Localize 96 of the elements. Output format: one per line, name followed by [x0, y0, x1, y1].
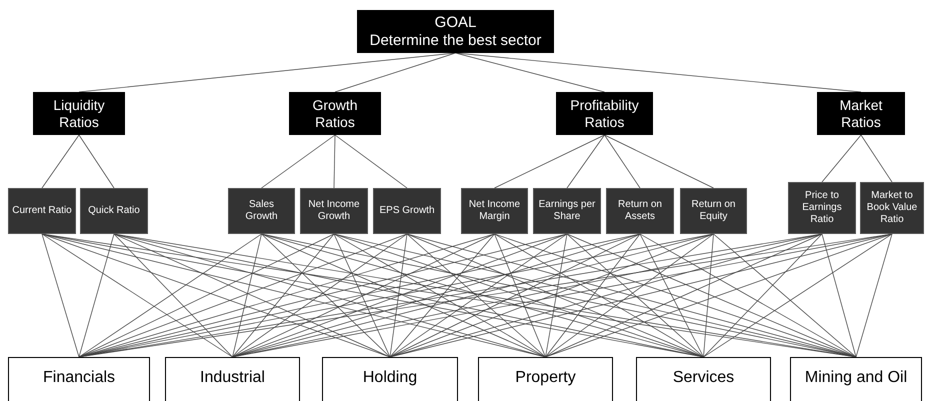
- connector-line: [455, 52, 605, 92]
- connector-line: [856, 234, 892, 358]
- connector-line: [604, 134, 714, 188]
- subcriterion-label: Sales Growth: [244, 199, 279, 223]
- subcriterion-label: Market to Book Value Ratio: [866, 190, 918, 226]
- criterion-box: [33, 92, 125, 135]
- alternative-label: Services: [672, 368, 736, 388]
- goal-text: Determine the best sector: [368, 32, 542, 50]
- criterion-label: Liquidity Ratios: [52, 96, 106, 130]
- subcriterion-box: [606, 188, 674, 234]
- connector-line: [232, 234, 495, 358]
- connector-line: [703, 234, 822, 358]
- subcriterion-box: [533, 188, 601, 234]
- connector-line: [604, 134, 640, 188]
- connector-line: [232, 234, 262, 358]
- connector-line: [261, 234, 546, 358]
- goal-box: [357, 10, 554, 53]
- subcriterion-box: [461, 188, 528, 234]
- subcriterion-box: [8, 188, 76, 234]
- connector-line: [390, 234, 408, 358]
- subcriterion-box: [680, 188, 747, 234]
- subcriterion-box: [788, 182, 856, 234]
- alternative-label: Financials: [42, 368, 116, 388]
- subcriterion-box: [80, 188, 148, 234]
- subcriterion-label: Net Income Margin: [468, 199, 522, 223]
- criterion-box: [556, 92, 653, 135]
- connector-line: [334, 52, 456, 92]
- goal-text: GOAL: [434, 14, 478, 32]
- alternative-box: [165, 357, 300, 401]
- connector-line: [390, 234, 640, 358]
- criterion-box: [289, 92, 381, 135]
- connector-line: [545, 234, 640, 358]
- alternative-box: [8, 357, 150, 401]
- criterion-box: [817, 92, 905, 135]
- connector-line: [390, 234, 568, 358]
- subcriterion-label: Current Ratio: [11, 205, 73, 217]
- alternative-label: Mining and Oil: [804, 368, 908, 388]
- connector-line: [455, 52, 862, 92]
- connector-line: [566, 234, 704, 358]
- subcriterion-label: Return on Assets: [617, 199, 663, 223]
- alternative-label: Property: [514, 368, 577, 388]
- subcriterion-box: [373, 188, 441, 234]
- subcriterion-box: [860, 182, 924, 234]
- connector-line: [261, 134, 336, 188]
- connector-line: [494, 234, 546, 358]
- connector-line: [822, 134, 862, 182]
- connector-line: [640, 234, 704, 358]
- connector-line: [390, 234, 495, 358]
- alternative-label: Industrial: [199, 368, 266, 388]
- connector-line: [494, 134, 605, 188]
- connector-line: [232, 234, 334, 358]
- connector-line: [78, 234, 114, 358]
- connector-line: [114, 234, 390, 358]
- alternative-box: [478, 357, 613, 401]
- connector-line: [703, 234, 892, 358]
- subcriterion-label: Earnings per Share: [538, 199, 596, 223]
- connector-line: [494, 234, 704, 358]
- subcriterion-label: EPS Growth: [378, 205, 436, 217]
- connector-line: [334, 134, 408, 188]
- connector-line: [406, 234, 546, 358]
- connector-line: [545, 234, 892, 358]
- subcriterion-label: Return on Equity: [690, 199, 736, 223]
- connector-line: [545, 234, 568, 358]
- connector-line: [860, 134, 892, 182]
- connector-line: [78, 234, 262, 358]
- connector-line: [334, 134, 336, 188]
- connector-line: [334, 234, 390, 358]
- connector-line: [42, 234, 233, 358]
- connector-line: [566, 234, 856, 358]
- criterion-label: Profitability Ratios: [569, 96, 640, 130]
- connector-line: [334, 234, 546, 358]
- subcriterion-label: Price to Earnings Ratio: [801, 190, 843, 226]
- connector-line: [42, 134, 80, 188]
- connector-line: [822, 234, 856, 358]
- alternative-box: [636, 357, 771, 401]
- subcriterion-label: Quick Ratio: [87, 205, 141, 217]
- connector-line: [232, 234, 408, 358]
- criterion-label: Growth Ratios: [311, 96, 359, 130]
- connector-line: [114, 234, 233, 358]
- alternative-box: [790, 357, 922, 401]
- connector-line: [640, 234, 856, 358]
- connector-line: [713, 234, 856, 358]
- connector-line: [78, 134, 114, 188]
- connector-line: [566, 134, 605, 188]
- subcriterion-box: [300, 188, 368, 234]
- alternative-box: [322, 357, 458, 401]
- criterion-label: Market Ratios: [838, 96, 884, 130]
- connector-line: [78, 234, 334, 358]
- subcriterion-box: [228, 188, 295, 234]
- subcriterion-label: Net Income Growth: [307, 199, 361, 223]
- connector-line: [545, 234, 822, 358]
- connector-line: [703, 234, 714, 358]
- alternative-label: Holding: [362, 368, 418, 388]
- connector-line: [42, 234, 80, 358]
- connector-line: [261, 234, 390, 358]
- connector-line: [545, 234, 714, 358]
